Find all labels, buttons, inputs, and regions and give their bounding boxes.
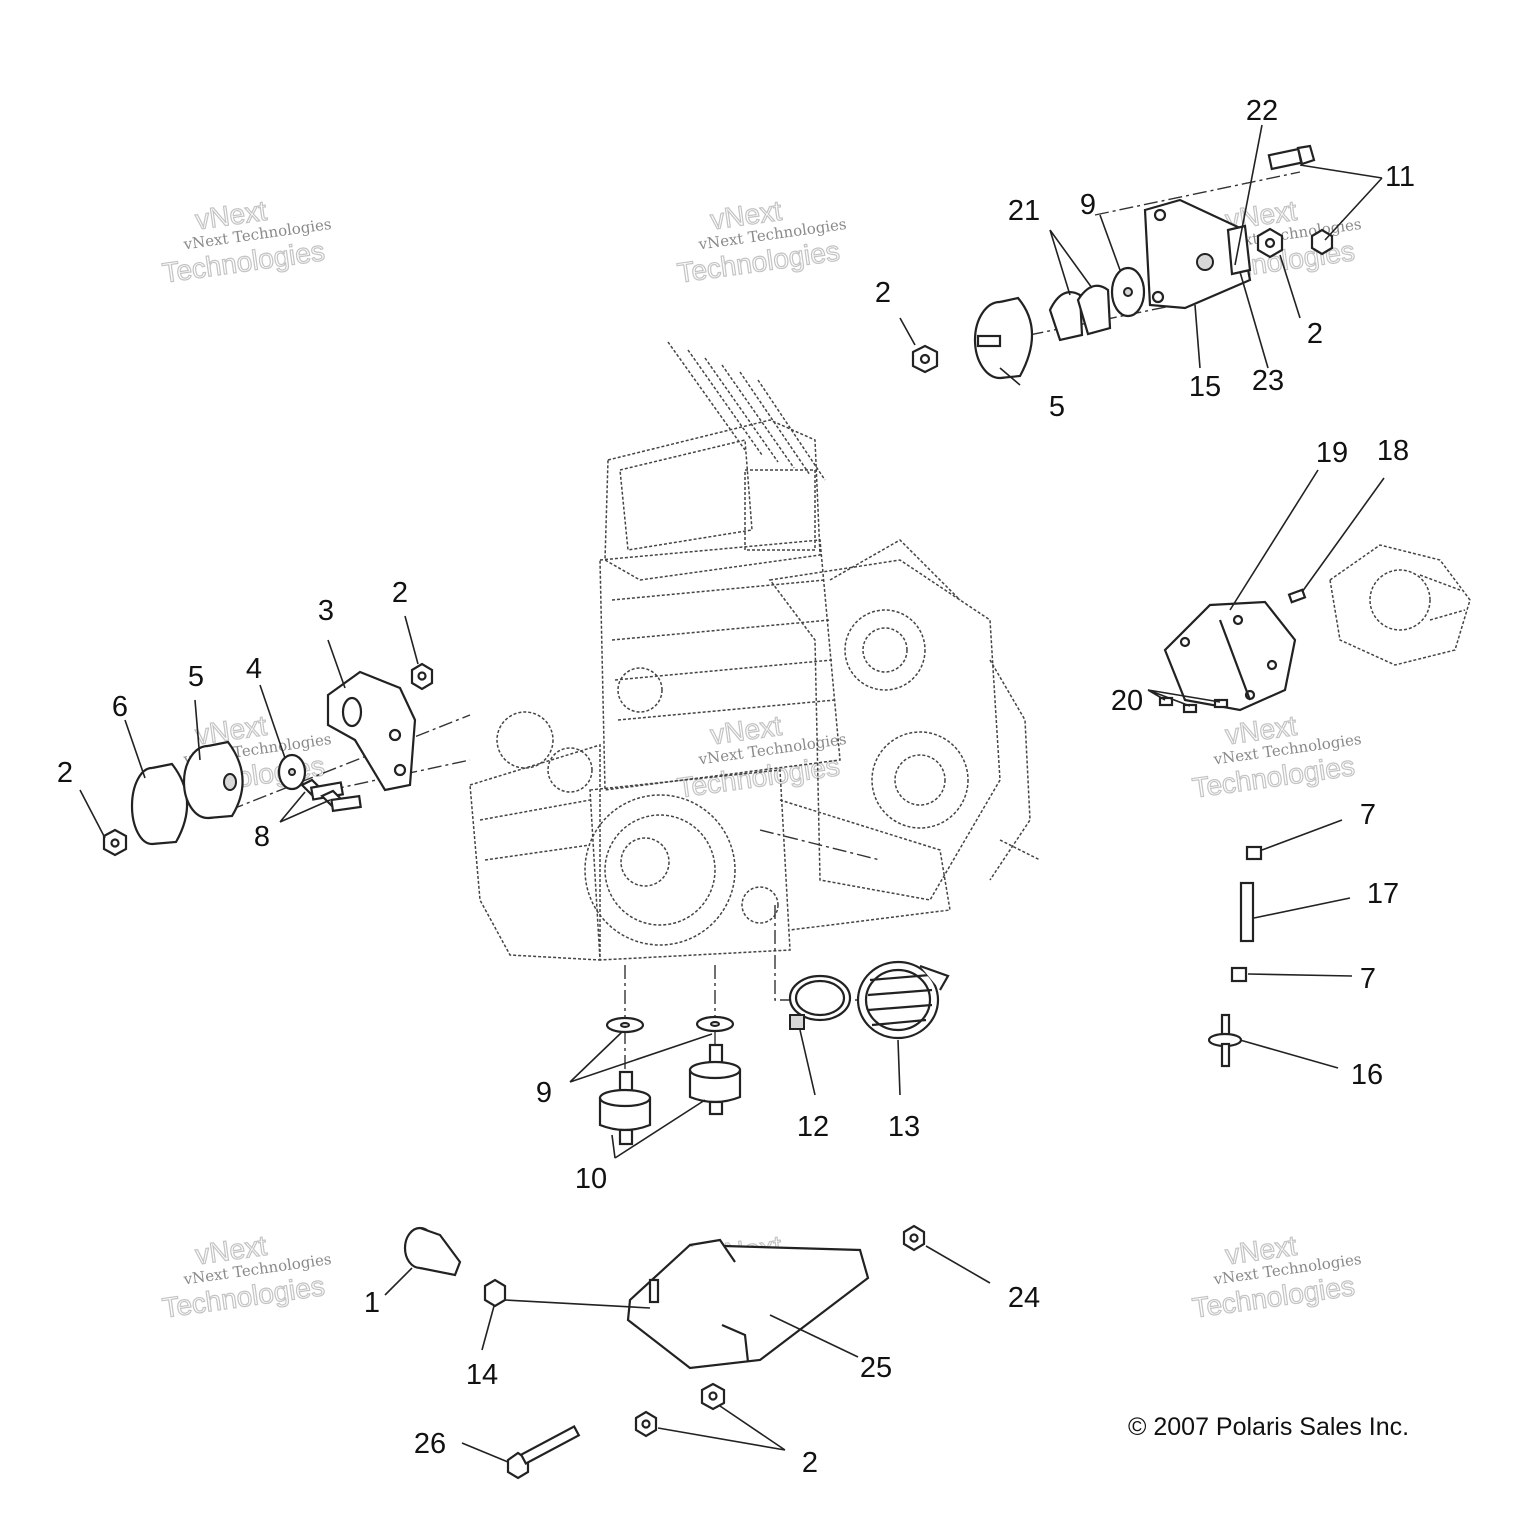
callout-16: 16 [1351,1059,1383,1091]
pin-part-17 [1239,881,1255,943]
watermark-7: vNext vNext Technologies Technologies [160,1229,333,1324]
mount-part-5-top [973,296,1034,380]
leader-lines [79,124,1385,1463]
callout-23: 23 [1252,365,1284,397]
watermark-9: vNext vNext Technologies Technologies [1190,1229,1363,1324]
callout-19: 19 [1316,437,1348,469]
callout-4: 4 [246,653,262,685]
cvt-housing-phantom [1329,544,1471,666]
callout-7-bottom: 7 [1360,963,1376,995]
bracket-part-3 [326,670,417,792]
callout-6: 6 [112,691,128,723]
nut-part-14 [483,1278,507,1308]
callout-1: 1 [364,1287,380,1319]
callout-5-top: 5 [1049,391,1065,423]
watermark-2: vNext vNext Technologies Technologies [675,194,848,289]
callout-26: 26 [414,1428,446,1460]
engine-block-phantom [469,341,1041,961]
nut-part-2-top-right [1256,227,1284,259]
watermark-5: vNext vNext Technologies Technologies [675,709,848,804]
callout-22: 22 [1246,95,1278,127]
nut-part-24 [902,1224,926,1252]
copyright-notice: © 2007 Polaris Sales Inc. [1128,1413,1409,1441]
mount-part-16 [1207,1013,1243,1068]
shim-part-21 [1048,284,1112,342]
bracket-part-25 [626,1238,870,1370]
nut-part-2-bottom-right [700,1382,726,1411]
callout-13: 13 [888,1111,920,1143]
nut-part-11b [1310,228,1334,256]
bolt-part-11a [1267,144,1316,171]
callout-18: 18 [1377,435,1409,467]
callout-8: 8 [254,821,270,853]
callout-labels: 1 2 2 2 2 2 3 4 5 5 6 7 7 8 9 9 10 11 12… [57,95,1415,1479]
washer-part-9-top [1110,266,1146,318]
callout-3: 3 [318,595,334,627]
screw-part-18 [1287,588,1307,604]
bracket-part-15 [1143,198,1252,310]
callout-9-bottom: 9 [536,1077,552,1109]
screws-part-20 [1158,696,1229,714]
assembly-centerlines [229,171,1301,1080]
callout-2-left-bottom: 2 [57,757,73,789]
callout-14: 14 [466,1359,498,1391]
callout-2-top: 2 [875,277,891,309]
mount-part-10-left [598,1070,652,1146]
mount-cup-part-6 [130,762,189,846]
callout-20: 20 [1111,685,1143,717]
callout-15: 15 [1189,371,1221,403]
callout-7-top: 7 [1360,799,1376,831]
callout-17: 17 [1367,878,1399,910]
bolt-part-26 [506,1425,581,1480]
bushing-part-7-bottom [1230,966,1248,983]
callout-12: 12 [797,1111,829,1143]
washer-part-9-bottom-left [605,1016,645,1034]
callout-5-left: 5 [188,661,204,693]
callout-21: 21 [1008,195,1040,227]
washer-part-9-bottom-right [695,1015,735,1033]
mount-part-10-right [688,1043,742,1116]
cover-part-19 [1163,600,1297,712]
callout-25: 25 [860,1352,892,1384]
callout-24: 24 [1008,1282,1040,1314]
washer-part-4 [277,753,307,791]
callout-11: 11 [1385,161,1415,193]
mount-part-5-left [182,740,244,820]
nut-part-2-left-bottom [102,828,128,857]
watermark-1: vNext vNext Technologies Technologies [160,194,333,289]
watermark-6: vNext vNext Technologies Technologies [1190,709,1363,804]
callout-2-bottom: 2 [802,1447,818,1479]
callout-2-left-top: 2 [392,577,408,609]
boot-part-13 [856,960,950,1040]
clamp-part-12 [788,974,852,1030]
bushing-part-1 [403,1226,462,1277]
nut-part-2-left-top [410,662,434,691]
nut-part-2-top [911,344,939,374]
nut-part-2-bottom-left [634,1410,658,1438]
callout-10: 10 [575,1163,607,1195]
bolt-part-8 [300,778,362,813]
bushing-part-7-top [1245,845,1263,861]
callout-2-top-right: 2 [1307,318,1323,350]
plate-part-23 [1226,224,1252,276]
callout-9-top: 9 [1080,189,1096,221]
